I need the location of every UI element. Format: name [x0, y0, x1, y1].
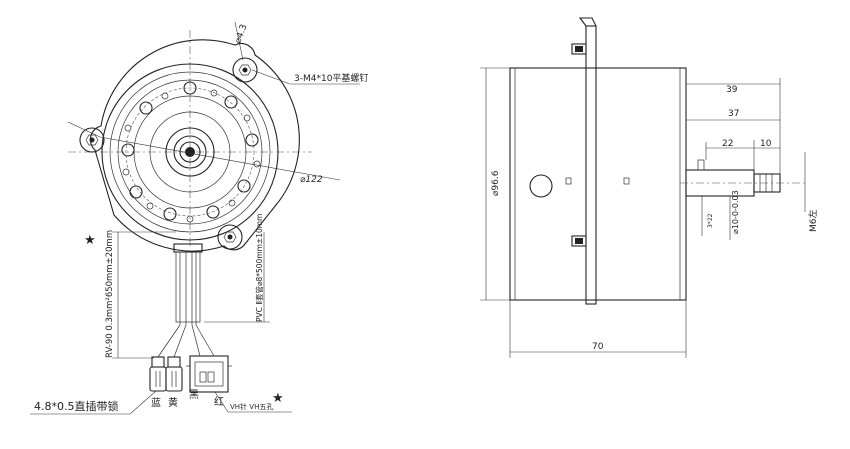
motor-ring-2: [109, 71, 271, 233]
motor-outer-ring: [101, 63, 279, 241]
screw-top: [571, 43, 587, 55]
dim-22-label: 22: [722, 139, 733, 149]
pvc-sleeve: [175, 251, 201, 323]
screw-note-label: 3-M4*10平基螺钉: [294, 72, 368, 84]
shaft-dia-label: ⌀10-0-0.03: [731, 190, 740, 234]
shaft-small-label: 3*22: [707, 213, 714, 228]
spade-terminal-blue: [149, 356, 167, 392]
connector-note-label: VH针 VH五孔: [230, 402, 273, 411]
hex-nut-icon: [85, 134, 99, 146]
length-70-label: 70: [592, 342, 604, 352]
mounting-ear-left: [79, 127, 105, 153]
dim-37-label: 37: [728, 109, 739, 119]
terminal-note-label: 4.8*0.5直插带锁: [34, 399, 119, 413]
shaft-end: [179, 141, 201, 163]
vent-circle: [529, 174, 553, 198]
wire-yellow-label: 黄: [168, 396, 178, 409]
thread-label: M6左: [807, 210, 819, 233]
lead-length-label: RV-90 0.3mm²650mm±20mm: [105, 230, 115, 358]
pvc-sleeve-label: PVC Ⅱ套管⌀8*500mm±10mm: [254, 214, 264, 322]
flange-dia-label: ⌀122: [300, 175, 323, 185]
hex-nut-icon: [238, 64, 252, 76]
marker-square: [623, 177, 630, 185]
motor-ring-3: [117, 79, 263, 225]
star-icon: ★: [272, 391, 284, 406]
star-icon: ★: [84, 233, 96, 248]
connector-note-leader: [214, 391, 292, 413]
mounting-hole: [89, 137, 95, 143]
wire-blue-label: 蓝: [151, 397, 161, 409]
mounting-plate: [585, 25, 597, 305]
body-dia-label: ⌀96.6: [491, 170, 501, 196]
motor-ring-5: [149, 111, 231, 193]
screw-bottom: [571, 235, 587, 247]
mounting-flange: [89, 39, 300, 252]
hole-dia-leader: [234, 21, 244, 61]
mounting-ear-bottom: [217, 224, 243, 250]
vent-holes: [121, 81, 259, 221]
front-view: ⌀4.3 3-M4*10平基螺钉 ⌀122 RV-90 0.3mm²650mm±…: [30, 21, 368, 415]
marker-square: [565, 177, 572, 185]
mounting-hole: [242, 67, 248, 73]
hex-nut-icon: [223, 231, 237, 243]
bearing-ring: [165, 127, 215, 177]
dim-39-label: 39: [726, 85, 738, 95]
hole-pitch-circle: [125, 87, 255, 217]
dim-10-label: 10: [760, 139, 772, 149]
mounting-hole: [227, 234, 233, 240]
wire-black-label: 黑: [189, 389, 199, 401]
spade-terminal-yellow: [165, 356, 183, 392]
key: [697, 159, 705, 171]
wire-red-label: 红: [214, 395, 224, 408]
bearing-inner: [173, 135, 207, 169]
motor-body: [509, 67, 687, 301]
mounting-ear-top: [232, 57, 258, 83]
shaft-center: [185, 147, 195, 157]
terminal-note-leader: [30, 390, 157, 415]
screw-note-leader: [251, 69, 360, 85]
side-view: ⌀96.6 39 37 22 10 ⌀10-0-0.03 3*22 M6左 70: [480, 17, 819, 358]
flange-dia-leader: [99, 136, 341, 181]
vh-connector: [186, 355, 232, 393]
